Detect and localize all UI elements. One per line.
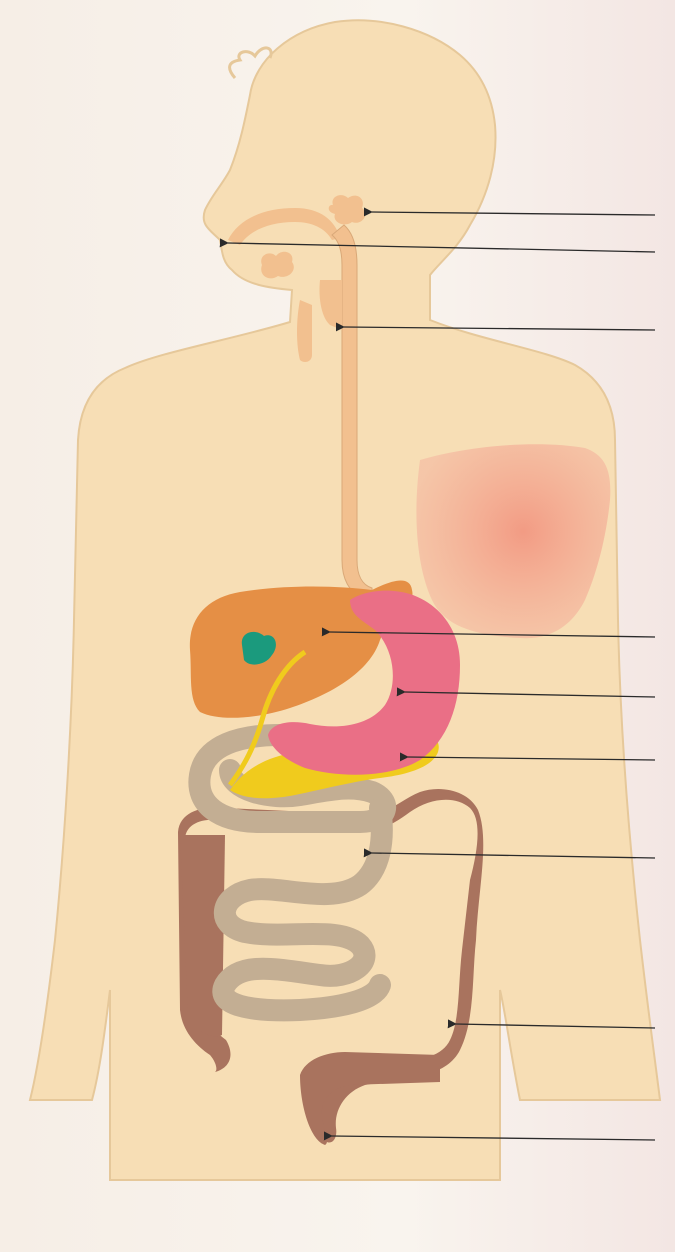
pharynx: [297, 300, 312, 362]
sublingual-gland: [261, 252, 294, 279]
